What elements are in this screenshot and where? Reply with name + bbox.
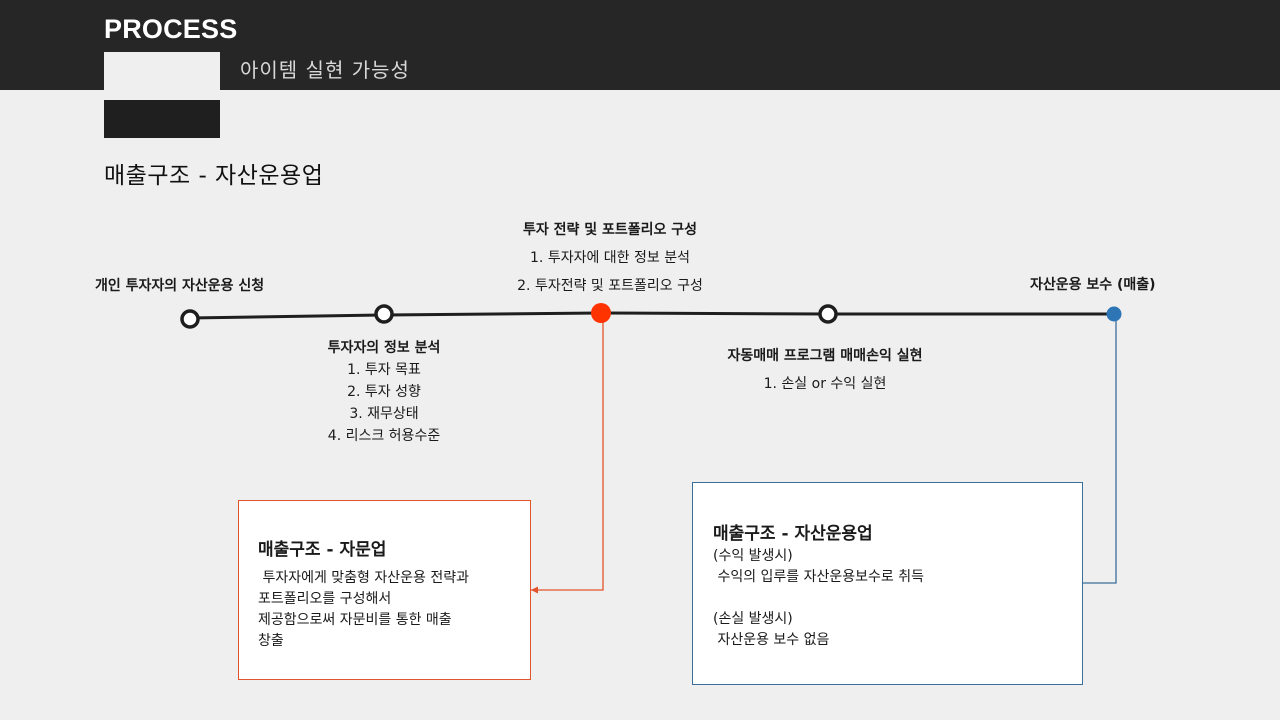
- step-3-detail: 1. 투자자에 대한 정보 분석: [530, 250, 690, 266]
- connector-left: [531, 322, 604, 591]
- asset-management-revenue-box: 매출구조 - 자산운용업 (수익 발생시) 수익의 입루를 자산운용보수로 취득…: [692, 482, 1083, 685]
- consulting-box-line: 포트폴리오를 구성해서: [258, 591, 392, 607]
- step-node-1: [180, 309, 200, 329]
- step-4-block: 자동매매 프로그램 매매손익 실현 1. 손실 or 수익 실현: [700, 342, 950, 398]
- step-2-detail: 3. 재무상태: [349, 406, 419, 422]
- timeline-line: [189, 311, 1114, 320]
- step-node-2: [374, 304, 394, 324]
- asset-box-line: 수익의 입루를 자산운용보수로 취득: [713, 569, 924, 585]
- step-node-3: [591, 303, 611, 323]
- connector-right: [1083, 320, 1117, 584]
- asset-box-line: (수익 발생시): [713, 548, 793, 564]
- header-subtitle: 아이템 실현 가능성: [240, 58, 410, 82]
- step-3-block: 투자 전략 및 포트폴리오 구성 1. 투자자에 대한 정보 분석 2. 투자전…: [480, 216, 740, 300]
- asset-box-title: 매출구조 - 자산운용업: [713, 524, 873, 544]
- step-2-block: 투자자의 정보 분석 1. 투자 목표 2. 투자 성향 3. 재무상태 4. …: [300, 337, 468, 447]
- header-decor-light: [104, 52, 220, 90]
- header-decor-dark: [104, 100, 220, 138]
- asset-box-line: [713, 588, 924, 609]
- consulting-box-title: 매출구조 - 자문업: [258, 540, 387, 560]
- asset-box-text: (수익 발생시) 수익의 입루를 자산운용보수로 취득 (손실 발생시) 자산운…: [713, 546, 924, 651]
- consulting-box-line: 창출: [258, 633, 284, 649]
- step-2-label: 투자자의 정보 분석: [327, 340, 441, 356]
- step-2-detail: 1. 투자 목표: [347, 362, 421, 378]
- step-5-label: 자산운용 보수 (매출): [1030, 277, 1156, 293]
- consulting-box-text: 투자자에게 맞춤형 자산운용 전략과 포트폴리오를 구성해서 제공함으로써 자문…: [258, 568, 469, 652]
- consulting-revenue-box: 매출구조 - 자문업 투자자에게 맞춤형 자산운용 전략과 포트폴리오를 구성해…: [238, 500, 531, 680]
- step-2-detail: 4. 리스크 허용수준: [327, 428, 441, 444]
- step-2-detail: 2. 투자 성향: [347, 384, 421, 400]
- step-1-label: 개인 투자자의 자산운용 신청: [95, 278, 265, 294]
- asset-box-line: 자산운용 보수 없음: [713, 632, 830, 648]
- header-title: PROCESS: [104, 14, 238, 44]
- connector-left-arrowhead: [531, 586, 538, 594]
- step-4-label: 자동매매 프로그램 매매손익 실현: [727, 348, 923, 364]
- asset-box-line: (손실 발생시): [713, 611, 793, 627]
- page-title: 매출구조 - 자산운용업: [104, 163, 324, 189]
- step-node-5: [1106, 306, 1122, 322]
- consulting-box-line: 제공함으로써 자문비를 통한 매출: [258, 612, 452, 628]
- step-3-detail: 2. 투자전략 및 포트폴리오 구성: [517, 278, 703, 294]
- step-4-detail: 1. 손실 or 수익 실현: [763, 376, 887, 392]
- consulting-box-line: 투자자에게 맞춤형 자산운용 전략과: [258, 570, 469, 586]
- step-node-4: [818, 304, 838, 324]
- step-3-label: 투자 전략 및 포트폴리오 구성: [522, 222, 698, 238]
